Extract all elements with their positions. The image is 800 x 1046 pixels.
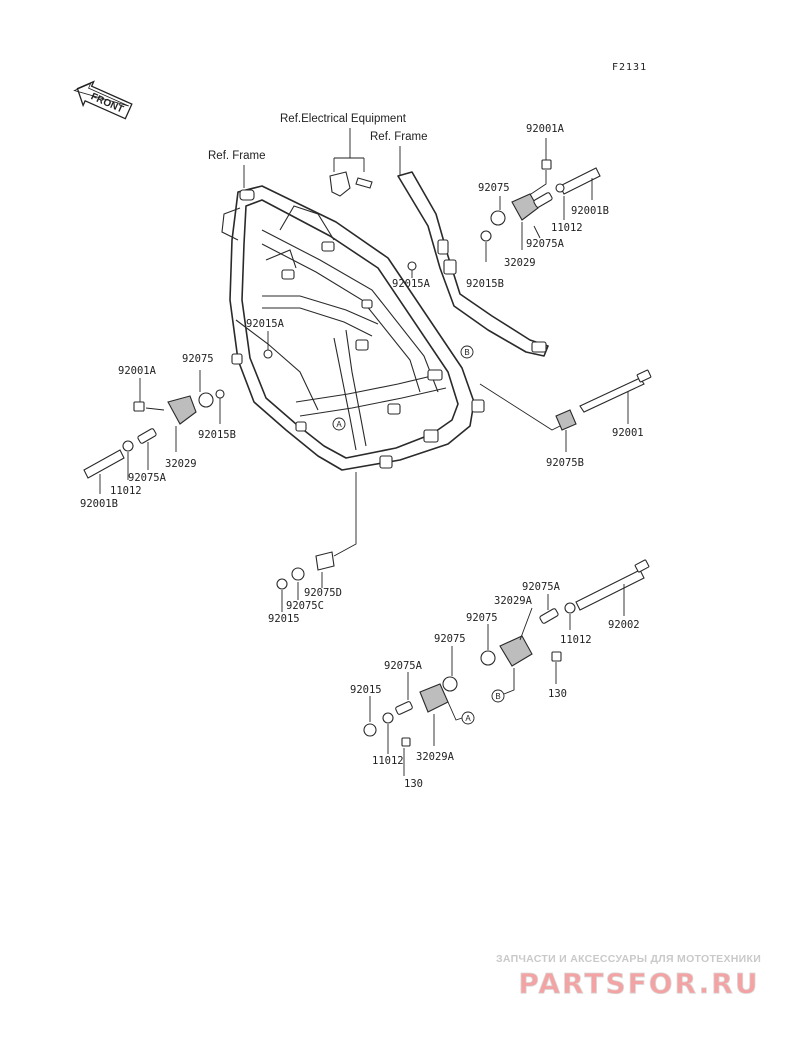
part-92015A-top-right: 92015A — [392, 278, 431, 290]
part-11012-left: 11012 — [110, 485, 142, 497]
callout-b-frame: B — [460, 345, 474, 359]
mount-assembly-bottom-left — [363, 646, 463, 776]
part-92015B-top-right: 92015B — [466, 278, 504, 290]
part-32029-top-right: 32029 — [504, 257, 536, 269]
part-92075A-left: 92075A — [128, 472, 167, 484]
part-92075A-bottom-right: 92075A — [522, 581, 561, 593]
ref-electrical-label: Ref.Electrical Equipment — [280, 113, 407, 125]
part-92075B: 92075B — [546, 457, 584, 469]
part-92075D: 92075D — [304, 587, 342, 599]
part-92075-bottom-left: 92075 — [434, 633, 466, 645]
front-arrow-icon: FRONT — [73, 80, 133, 120]
part-92075C: 92075C — [286, 600, 324, 612]
part-32029A-bottom-right: 32029A — [494, 595, 533, 607]
mount-assembly-top-right — [480, 138, 601, 262]
part-92075-left: 92075 — [182, 353, 214, 365]
bolt-92001 — [479, 369, 652, 452]
part-11012-bottom-left: 11012 — [372, 755, 404, 767]
part-92015A-mid: 92015A — [246, 318, 285, 330]
part-92002: 92002 — [608, 619, 640, 631]
figure-code: F2131 — [612, 62, 647, 73]
part-11012-top-right: 11012 — [551, 222, 583, 234]
part-92001B-top-right: 92001B — [571, 205, 609, 217]
part-32029A-bottom-left: 32029A — [416, 751, 455, 763]
mount-parts-center — [276, 472, 357, 612]
callout-b-part: B — [491, 689, 505, 703]
svg-text:A: A — [336, 420, 342, 429]
mount-assembly-left — [83, 370, 225, 494]
main-frame — [221, 185, 485, 471]
right-frame-rail — [397, 171, 549, 357]
callout-a-frame: A — [332, 417, 346, 431]
part-92015-bottom-left: 92015 — [350, 684, 382, 696]
ref-frame-label-left: Ref. Frame — [208, 150, 266, 162]
part-92015B-left: 92015B — [198, 429, 236, 441]
part-92015-center: 92015 — [268, 613, 300, 625]
electrical-bracket — [329, 171, 373, 197]
svg-text:B: B — [464, 348, 469, 357]
callout-a-part: A — [461, 711, 475, 725]
part-92075-bottom-right: 92075 — [466, 612, 498, 624]
part-92001B-left: 92001B — [80, 498, 118, 510]
svg-text:B: B — [495, 692, 500, 701]
part-92075A-top-right: 92075A — [526, 238, 565, 250]
part-92001A-top-right: 92001A — [526, 123, 565, 135]
part-92001A-left: 92001A — [118, 365, 157, 377]
svg-text:PARTSFOR.RU: PARTSFOR.RU — [518, 967, 759, 1000]
part-130-bottom-right: 130 — [548, 688, 567, 700]
part-130-bottom-left: 130 — [404, 778, 423, 790]
part-92075A-bottom-left: 92075A — [384, 660, 423, 672]
part-11012-bottom-right: 11012 — [560, 634, 592, 646]
mount-assembly-bottom-right — [480, 559, 650, 695]
part-92001-right: 92001 — [612, 427, 644, 439]
part-32029-left: 32029 — [165, 458, 197, 470]
ref-frame-label-right: Ref. Frame — [370, 131, 428, 143]
watermark-logo: PARTSFOR.RU — [518, 967, 759, 1000]
svg-text:A: A — [465, 714, 471, 723]
part-92075-top-right: 92075 — [478, 182, 510, 194]
watermark-tagline: ЗАПЧАСТИ И АКСЕССУАРЫ ДЛЯ МОТОТЕХНИКИ — [496, 953, 762, 965]
